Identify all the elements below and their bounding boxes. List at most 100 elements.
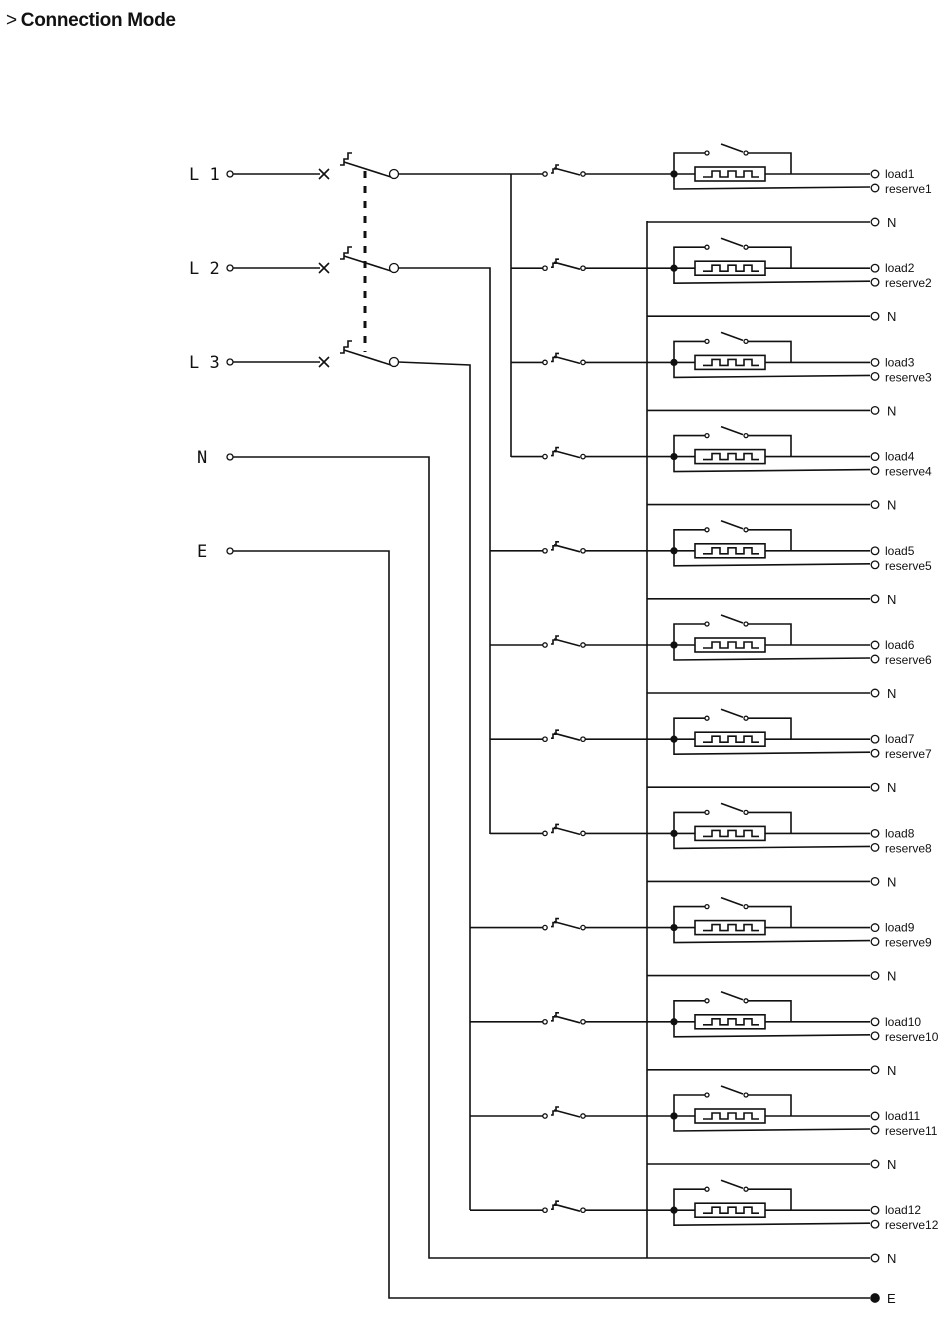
circuit-6-reserve-terminal bbox=[870, 654, 880, 664]
bus-l2 bbox=[398, 267, 491, 834]
circuit-5-heater-wave bbox=[703, 546, 759, 555]
circuit-2-trip-icon bbox=[551, 258, 559, 269]
circuit-2-heater-wave bbox=[703, 264, 759, 273]
circuit-3-mcb-contact bbox=[580, 359, 586, 366]
circuit-4-bypass-wire bbox=[673, 434, 706, 457]
circuit-10-mcb-blade bbox=[553, 1015, 581, 1024]
circuit-10-mcb-contact bbox=[580, 1018, 586, 1025]
circuit-4-load-terminal bbox=[870, 452, 880, 462]
circuit-5-reserve-wire bbox=[673, 550, 871, 567]
circuit-3-neutral-label: N bbox=[887, 403, 896, 418]
heading-text: Connection Mode bbox=[20, 10, 176, 31]
circuit-9-reserve-terminal bbox=[870, 937, 880, 947]
circuit-5-mcb-contact bbox=[542, 547, 548, 554]
circuit-10-trip-icon bbox=[551, 1011, 559, 1022]
circuit-10-reserve-label: reserve10 bbox=[885, 1030, 939, 1044]
circuit-6-bypass-wire bbox=[673, 623, 706, 645]
neutral-terminal-main bbox=[870, 1253, 880, 1263]
breaker-blade bbox=[343, 161, 392, 178]
circuit-2-load-label: load2 bbox=[885, 261, 915, 275]
circuit-1-heater-wave bbox=[703, 170, 759, 178]
circuit-9-heater-wave bbox=[703, 923, 759, 932]
circuit-1-heater bbox=[694, 166, 766, 182]
circuit-12-heater bbox=[694, 1202, 766, 1218]
earth-terminal bbox=[870, 1293, 880, 1303]
circuit-10-heater bbox=[694, 1013, 766, 1030]
circuit-8-trip-icon bbox=[551, 823, 559, 834]
circuit-1-load-label: load1 bbox=[885, 167, 915, 181]
circuit-3-reserve-wire bbox=[673, 362, 871, 379]
circuit-11-bypass-wire bbox=[748, 1094, 792, 1116]
circuit-1-mcb-contact bbox=[580, 171, 586, 177]
breaker-blade bbox=[343, 255, 392, 272]
circuit-2-bypass-contact bbox=[704, 244, 710, 250]
circuit-3-load-label: load3 bbox=[885, 355, 915, 369]
circuit-5-mcb-contact bbox=[580, 547, 586, 554]
circuit-10-bypass-blade bbox=[720, 991, 744, 1001]
trip-icon bbox=[340, 340, 352, 354]
circuit-9-neutral-label: N bbox=[887, 969, 896, 984]
circuit-7-reserve-terminal bbox=[870, 748, 880, 758]
circuit-10-bypass-contact bbox=[704, 998, 710, 1004]
circuit-2-mcb-contact bbox=[542, 265, 548, 272]
circuit-5-reserve-label: reserve5 bbox=[885, 559, 932, 573]
circuit-7-bypass-blade bbox=[720, 708, 744, 718]
circuit-2-reserve-label: reserve2 bbox=[885, 276, 932, 290]
circuit-3-heater bbox=[694, 354, 766, 371]
circuit-5-heater bbox=[694, 542, 766, 559]
circuit-4-bypass-blade bbox=[720, 425, 744, 436]
circuit-8-mcb-blade bbox=[553, 826, 581, 836]
circuit-12-reserve-label: reserve12 bbox=[885, 1218, 939, 1232]
circuit-11-mcb-blade bbox=[553, 1109, 581, 1118]
circuit-1-mcb-contact bbox=[542, 171, 548, 177]
input-label-n: N bbox=[197, 448, 207, 468]
circuit-10-load-label: load10 bbox=[885, 1015, 921, 1029]
circuit-4-reserve-label: reserve4 bbox=[885, 465, 932, 479]
circuit-11-neutral-label: N bbox=[887, 1157, 896, 1172]
circuit-8-bypass-contact bbox=[704, 809, 710, 816]
circuit-5-bypass-wire bbox=[673, 528, 706, 551]
circuit-3-reserve-terminal bbox=[870, 371, 880, 381]
circuit-4-mcb-blade bbox=[553, 449, 581, 459]
circuit-1-bypass-wire bbox=[748, 152, 792, 174]
circuit-12-load-label: load12 bbox=[885, 1203, 921, 1217]
circuit-1-reserve-label: reserve1 bbox=[885, 182, 932, 196]
circuit-8-bypass-wire bbox=[748, 811, 792, 834]
circuit-3-neutral-terminal bbox=[870, 405, 880, 415]
input-label-e: E bbox=[197, 542, 207, 562]
circuit-9-reserve-wire bbox=[673, 927, 871, 944]
circuit-1-bypass-blade bbox=[720, 143, 744, 153]
circuit-6-mcb-contact bbox=[542, 642, 548, 648]
circuit-2-reserve-terminal bbox=[870, 277, 880, 287]
earth-label: E bbox=[887, 1291, 896, 1306]
breaker-blade bbox=[343, 349, 392, 366]
circuit-7-reserve-label: reserve7 bbox=[885, 747, 932, 761]
circuit-9-heater bbox=[694, 919, 766, 936]
circuit-7-neutral-terminal bbox=[870, 782, 880, 792]
circuit-2-heater bbox=[694, 260, 766, 277]
circuit-5-neutral-label: N bbox=[887, 592, 896, 607]
circuit-11-bypass-contact bbox=[743, 1092, 749, 1098]
circuit-1-trip-icon bbox=[551, 164, 559, 174]
circuit-11-trip-icon bbox=[551, 1106, 559, 1116]
circuit-4-neutral-terminal bbox=[870, 500, 880, 510]
circuit-11-heater-wave bbox=[703, 1112, 759, 1120]
circuit-2-bypass-contact bbox=[743, 244, 749, 250]
circuit-2-reserve-wire bbox=[673, 268, 871, 285]
circuit-6-load-label: load6 bbox=[885, 638, 915, 652]
circuit-2-load-terminal bbox=[870, 263, 880, 273]
circuit-8-bypass-wire bbox=[673, 811, 706, 834]
circuit-6-heater-wave bbox=[703, 641, 759, 649]
breaker-contact bbox=[388, 262, 400, 274]
page-heading: >Connection Mode bbox=[6, 10, 176, 32]
circuit-4-heater-wave bbox=[703, 452, 759, 461]
circuit-12-reserve-wire bbox=[673, 1210, 871, 1227]
circuit-8-heater-wave bbox=[703, 829, 759, 838]
circuit-7-trip-icon bbox=[551, 729, 559, 740]
circuit-12-bypass-contact bbox=[743, 1186, 749, 1192]
circuit-8-bypass-contact bbox=[743, 809, 749, 816]
circuit-8-mcb-contact bbox=[580, 830, 586, 837]
circuit-3-bypass-blade bbox=[720, 331, 744, 342]
circuit-11-bypass-wire bbox=[673, 1094, 706, 1116]
